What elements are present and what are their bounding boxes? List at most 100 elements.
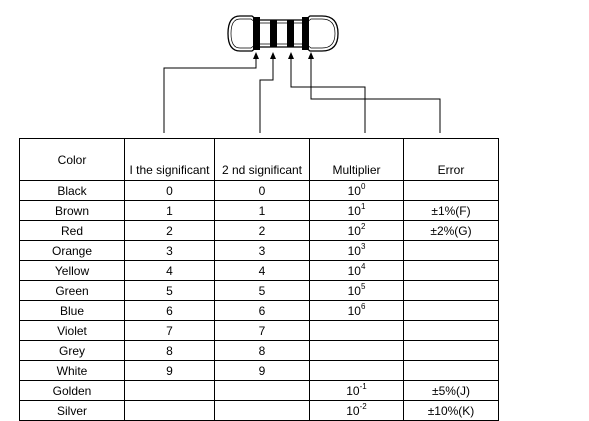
multiplier-exponent: -1 [359,381,367,391]
multiplier-exponent: 6 [360,301,366,311]
cell-color: Silver [19,400,125,421]
cell-first-digit: 0 [124,180,215,201]
multiplier-base: 10 [347,303,361,318]
multiplier-base: 10 [347,183,361,198]
table-row: Silver 10-2±10%(K) [19,400,499,421]
cell-error: ±1%(F) [403,200,499,221]
cell-error: ±10%(K) [403,400,499,421]
arrow-up-icon [253,52,259,59]
cell-color: Violet [19,320,125,341]
cell-first-digit: 1 [124,200,215,221]
multiplier-exponent: 3 [360,241,366,251]
cell-second-digit: 9 [214,360,310,381]
cell-second-digit: 4 [214,260,310,281]
cell-second-digit [214,380,310,401]
arrow-up-icon [308,52,314,59]
cell-first-digit: 2 [124,220,215,241]
leader-line-second-digit [259,56,274,133]
cell-second-digit: 0 [214,180,310,201]
cell-first-digit [124,380,215,401]
cell-error [403,360,499,381]
cell-multiplier: 100 [309,180,404,201]
color-code-table: Color I the significant 2 nd significant… [19,138,499,421]
multiplier-base: 10 [347,223,361,238]
resistor-icon [227,15,339,52]
cell-color: Golden [19,380,125,401]
band-1 [253,17,260,50]
leader-line-error [310,56,441,133]
cell-multiplier: 104 [309,260,404,281]
cell-multiplier: 102 [309,220,404,241]
cell-multiplier [309,360,404,381]
cell-color: Orange [19,240,125,261]
cell-error [403,180,499,201]
multiplier-exponent: 1 [360,201,366,211]
cell-second-digit: 8 [214,340,310,361]
band-2 [270,20,277,47]
multiplier-exponent: 0 [360,181,366,191]
cell-first-digit: 3 [124,240,215,261]
arrow-up-icon [270,52,276,59]
cell-multiplier: 10-2 [309,400,404,421]
cell-second-digit [214,400,310,421]
header-color: Color [19,138,125,181]
leader-lines [163,56,441,133]
cell-color: Black [19,180,125,201]
cell-multiplier [309,340,404,361]
leader-line-multiplier [290,56,366,133]
cell-first-digit: 5 [124,280,215,301]
cell-multiplier: 105 [309,280,404,301]
multiplier-base: 10 [347,203,361,218]
multiplier-exponent: 4 [360,261,366,271]
cell-color: Grey [19,340,125,361]
multiplier-base: 10 [347,243,361,258]
cell-error: ±5%(J) [403,380,499,401]
cell-second-digit: 5 [214,280,310,301]
multiplier-exponent: 5 [360,281,366,291]
cell-multiplier [309,320,404,341]
band-3 [287,20,294,47]
cell-error [403,340,499,361]
cell-color: Yellow [19,260,125,281]
multiplier-base: 10 [347,283,361,298]
header-multiplier: Multiplier [309,138,404,181]
cell-error [403,260,499,281]
cell-first-digit [124,400,215,421]
cell-second-digit: 7 [214,320,310,341]
cell-error [403,300,499,321]
cell-second-digit: 3 [214,240,310,261]
cell-color: Red [19,220,125,241]
resistor-inner-contour [230,18,336,49]
cell-first-digit: 7 [124,320,215,341]
cell-color: White [19,360,125,381]
band-4 [302,17,309,50]
header-error: Error [403,138,499,181]
multiplier-base: 10 [346,383,360,398]
cell-second-digit: 1 [214,200,310,221]
cell-first-digit: 8 [124,340,215,361]
cell-second-digit: 2 [214,220,310,241]
cell-multiplier: 10-1 [309,380,404,401]
cell-multiplier: 101 [309,200,404,221]
multiplier-base: 10 [346,403,360,418]
cell-error: ±2%(G) [403,220,499,241]
header-first-digit: I the significant [124,138,215,181]
cell-multiplier: 106 [309,300,404,321]
cell-first-digit: 6 [124,300,215,321]
cell-error [403,280,499,301]
multiplier-base: 10 [347,263,361,278]
cell-error [403,240,499,261]
multiplier-exponent: 2 [360,221,366,231]
cell-multiplier: 103 [309,240,404,261]
arrowheads [253,52,314,59]
